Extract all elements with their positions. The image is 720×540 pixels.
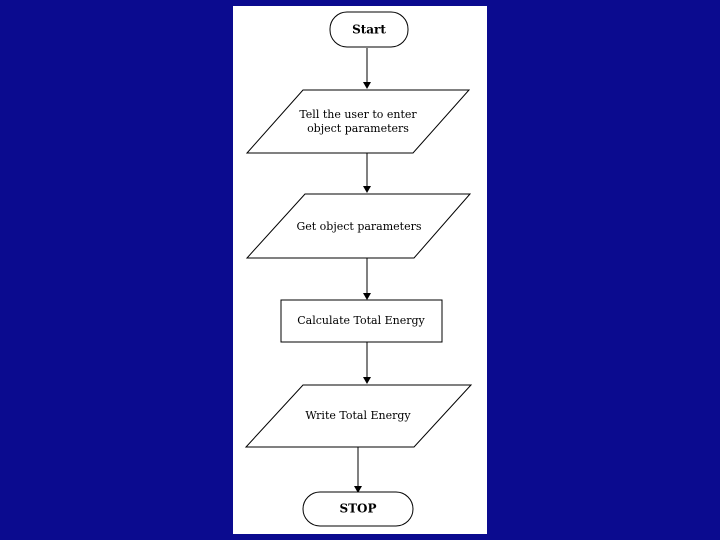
calculate-label: Calculate Total Energy [297,314,425,327]
prompt-label-line-2: object parameters [307,122,409,135]
prompt-label-line-1: Tell the user to enter [299,108,417,121]
stop-terminal: STOP [302,491,414,527]
prompt-io-node: Tell the user to enter object parameters [245,89,471,154]
connector-calc-output [363,342,371,384]
flowchart-canvas: Start Tell the user to enter object para… [244,11,473,527]
flowchart-panel: Start Tell the user to enter object para… [233,6,487,534]
calculate-process-node: Calculate Total Energy [280,299,443,343]
connector-prompt-input [363,153,371,193]
start-terminal: Start [329,11,409,48]
connector-output-stop [354,447,362,493]
input-io-node: Get object parameters [245,193,472,259]
input-label: Get object parameters [296,220,421,233]
stop-label: STOP [339,502,376,516]
connector-input-calc [363,258,371,300]
connector-start-prompt [363,48,371,89]
output-label: Write Total Energy [305,409,411,422]
output-io-node: Write Total Energy [244,384,473,448]
start-label: Start [352,23,386,37]
